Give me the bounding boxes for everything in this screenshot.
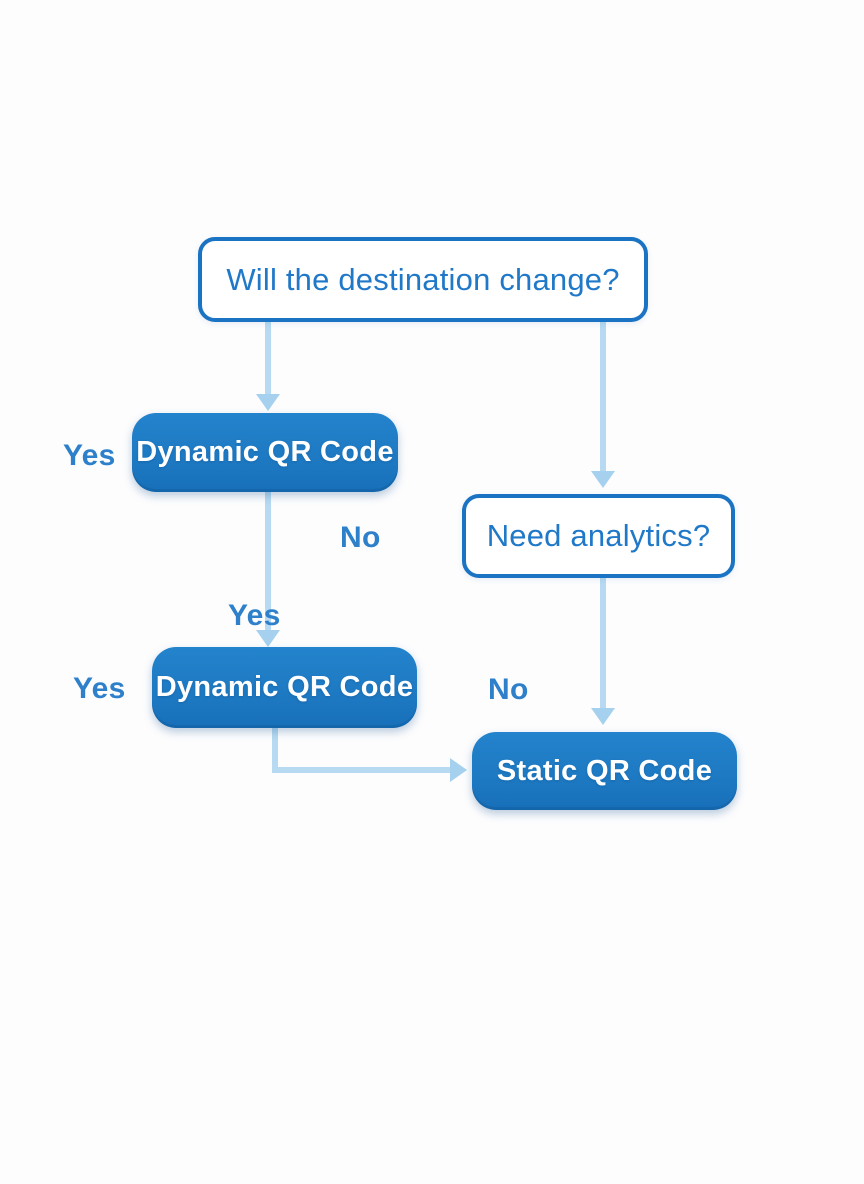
edge-label-yes: Yes <box>73 672 126 705</box>
node-need-analytics: Need analytics? <box>462 494 735 578</box>
node-will-destination-change: Will the destination change? <box>198 237 648 322</box>
connector-root-to-analytics <box>600 322 606 473</box>
edge-label-no: No <box>488 673 529 706</box>
arrowhead-down-icon <box>256 394 280 411</box>
node-label: Dynamic QR Code <box>155 671 414 703</box>
arrowhead-down-icon <box>591 471 615 488</box>
node-label: Will the destination change? <box>226 261 620 297</box>
arrowhead-down-icon <box>256 630 280 647</box>
node-label: Need analytics? <box>486 518 711 553</box>
node-label: Dynamic QR Code <box>136 436 394 468</box>
edge-label-yes: Yes <box>63 439 116 472</box>
arrowhead-right-icon <box>450 758 467 782</box>
node-dynamic-qr-code-1: Dynamic QR Code <box>132 413 398 492</box>
connector-dynamic1-to-dynamic2 <box>265 492 271 632</box>
arrowhead-down-icon <box>591 708 615 725</box>
edge-label-no: No <box>340 521 381 554</box>
node-dynamic-qr-code-2: Dynamic QR Code <box>152 647 417 728</box>
connector-dynamic2-elbow-horizontal <box>272 767 452 773</box>
connector-analytics-to-static <box>600 578 606 710</box>
node-static-qr-code: Static QR Code <box>472 732 737 810</box>
connector-root-to-dynamic1 <box>265 322 271 396</box>
node-label: Static QR Code <box>496 754 713 787</box>
connector-dynamic2-elbow-vertical <box>272 728 278 773</box>
edge-label-yes: Yes <box>228 599 281 632</box>
